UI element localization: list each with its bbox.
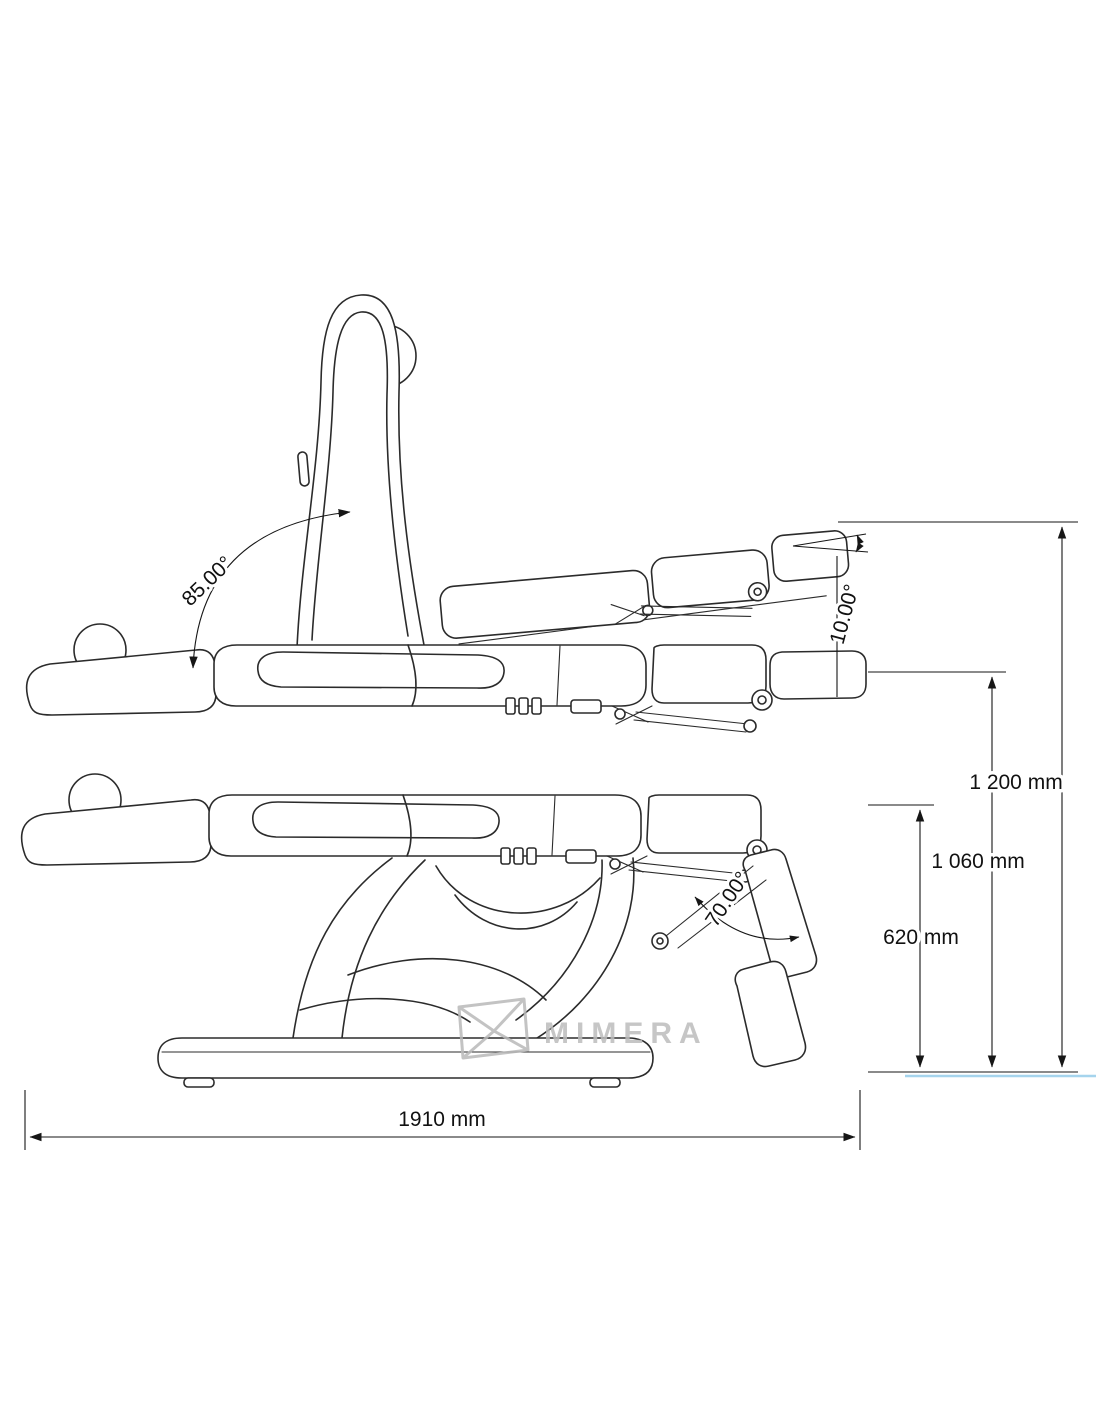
backrest-raised bbox=[296, 294, 425, 657]
base-foot bbox=[589, 1077, 621, 1088]
height-min-label: 620 mm bbox=[883, 926, 959, 949]
footrest-angle-label: 10.00° bbox=[826, 582, 864, 647]
foot-cushion-flat bbox=[769, 650, 867, 700]
pedestal bbox=[292, 857, 635, 1041]
watermark-text: MIMERA bbox=[544, 1017, 708, 1050]
backrest-angle-label: 85.00° bbox=[178, 552, 238, 611]
height-max-label: 1 200 mm bbox=[969, 771, 1062, 794]
backrest-handle-slot bbox=[297, 451, 310, 487]
leg-support-arm bbox=[742, 848, 818, 979]
seat-cushion-raised bbox=[439, 569, 651, 639]
length-dimension: 1910 mm bbox=[24, 1090, 861, 1150]
height-dimensions: 1 200 mm 1 060 mm 620 mm bbox=[838, 521, 1096, 1078]
leg-cushion-raised bbox=[650, 549, 770, 609]
mimera-logo-icon bbox=[457, 997, 530, 1060]
chair-raised-position bbox=[439, 530, 850, 645]
foot-pad-lowered bbox=[734, 960, 807, 1068]
chair-lowered-on-base: 70.00° bbox=[20, 773, 818, 1088]
legrest-angle-label: 70.00° bbox=[701, 868, 754, 931]
height-mid-label: 1 060 mm bbox=[931, 850, 1024, 873]
length-label: 1910 mm bbox=[398, 1108, 486, 1131]
base-foot bbox=[183, 1077, 215, 1088]
foot-cushion-raised bbox=[771, 530, 850, 583]
watermark: MIMERA bbox=[457, 997, 708, 1060]
chair-flat-position bbox=[25, 623, 867, 733]
